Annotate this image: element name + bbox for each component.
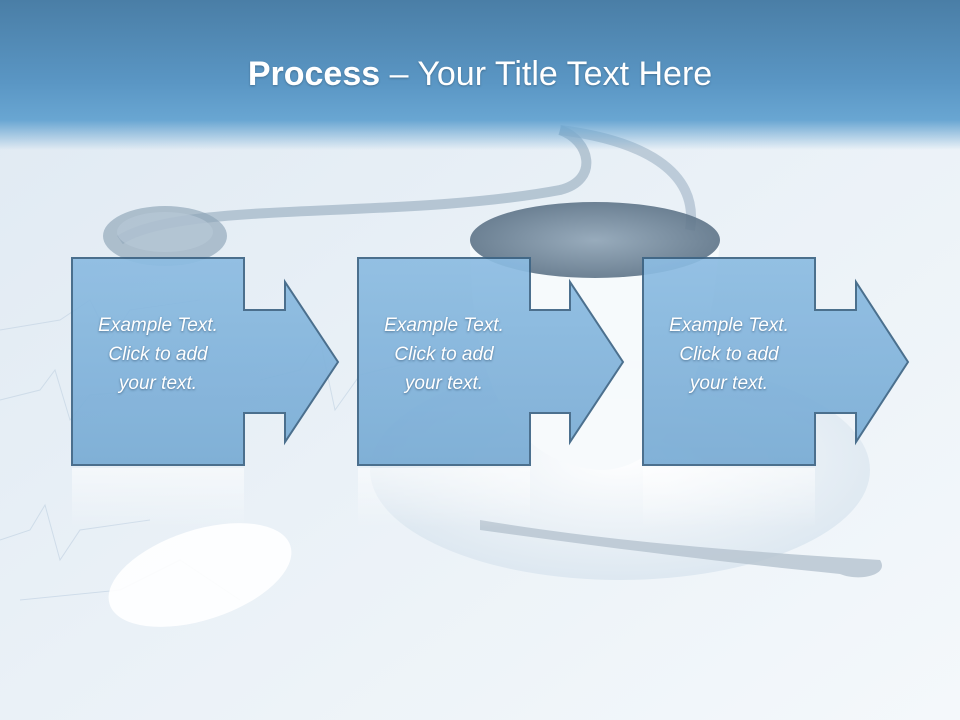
slide-title[interactable]: Process – Your Title Text Here <box>0 50 960 98</box>
step-3-line-2: Click to add <box>679 344 779 365</box>
title-band <box>0 0 960 150</box>
process-step-3-shape[interactable] <box>642 257 910 466</box>
step-2-line-3: your text. <box>404 373 484 394</box>
step-2-line-1: Example Text. <box>384 315 504 336</box>
step-3-line-3: your text. <box>689 373 769 394</box>
step-2-line-2: Click to add <box>394 344 494 365</box>
step-3-line-1: Example Text. <box>669 315 789 336</box>
process-step-1-reflection <box>72 468 244 528</box>
process-step-2-text[interactable]: Example Text. Click to add your text. <box>358 311 530 398</box>
process-step-1-shape[interactable] <box>71 257 340 466</box>
process-step-2-shape[interactable] <box>357 257 625 466</box>
title-rest: – Your Title Text Here <box>380 55 713 93</box>
process-step-1-text[interactable]: Example Text. Click to add your text. <box>72 311 244 398</box>
process-step-2-reflection <box>358 468 530 528</box>
process-step-3-reflection <box>643 468 815 528</box>
step-1-line-3: your text. <box>118 373 198 394</box>
step-1-line-1: Example Text. <box>98 315 218 336</box>
step-1-line-2: Click to add <box>108 344 208 365</box>
process-step-3-text[interactable]: Example Text. Click to add your text. <box>643 311 815 398</box>
title-bold: Process <box>247 55 381 93</box>
